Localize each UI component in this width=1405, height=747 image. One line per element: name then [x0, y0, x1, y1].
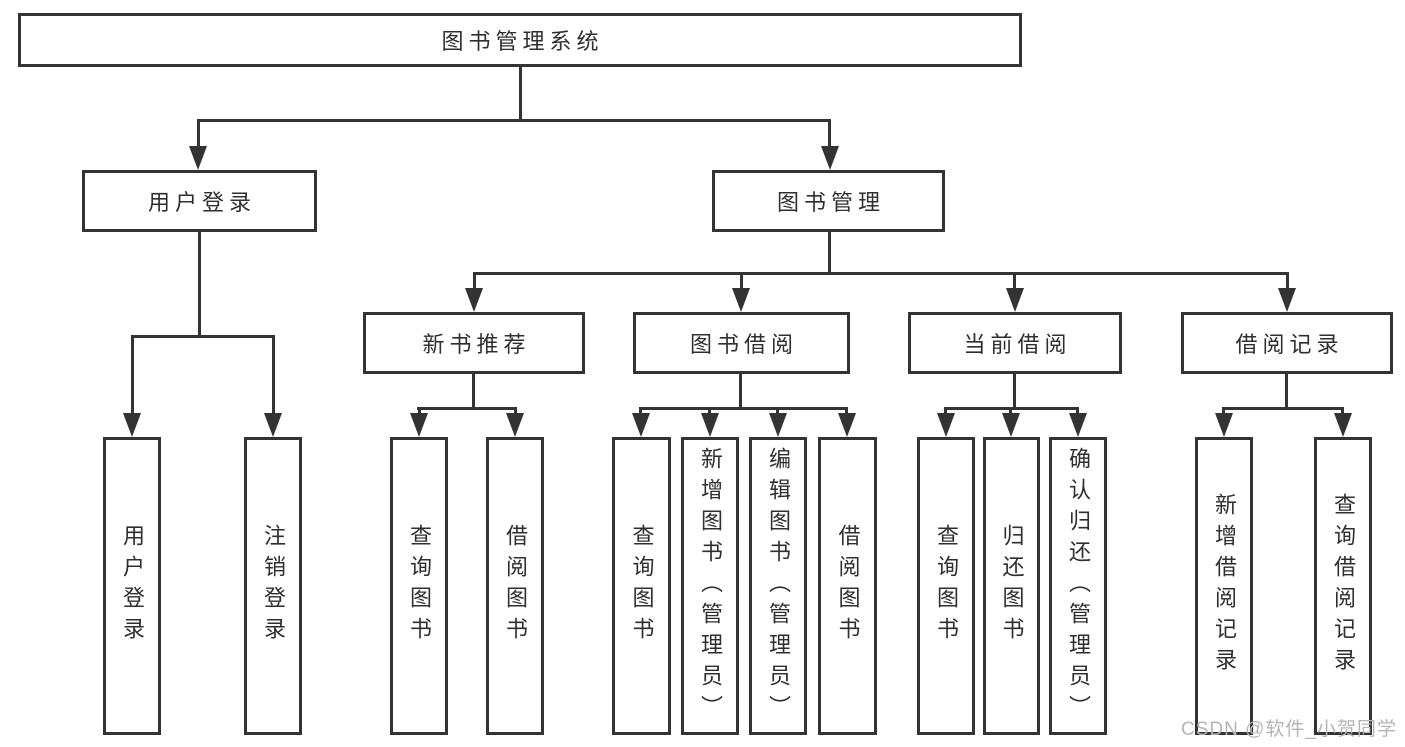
connector-newbookrec-branch [417, 407, 516, 410]
node-user-login: 用户登录 [82, 170, 317, 232]
arrow-borrow-book [838, 413, 856, 437]
arrow-query-record [1334, 413, 1352, 437]
arrow-query-borrow [632, 413, 650, 437]
connector-stem-user-login [197, 119, 200, 146]
leaf-logout: 注销登录 [244, 437, 302, 735]
connector-stem-current-borrow [1013, 272, 1016, 288]
leaf-query-books-recommend: 查询图书 [390, 437, 448, 735]
leaf-add-book-admin: 新增图书（管理员） [681, 437, 739, 735]
arrow-book-mgmt [821, 146, 839, 170]
leaf-query-borrow-record: 查询借阅记录 [1314, 437, 1372, 735]
connector-userlogin-branch [131, 335, 274, 338]
arrow-add-book [701, 413, 719, 437]
arrow-user-login [189, 146, 207, 170]
connector-stem-add-book [708, 407, 711, 413]
node-book-management: 图书管理 [712, 170, 945, 232]
connector-stem-borrow-book [845, 407, 848, 413]
connector-root-stem [519, 67, 522, 119]
arrow-leaf-logout [264, 413, 282, 437]
leaf-user-login-label: 用户登录 [120, 524, 145, 648]
connector-bookborrow-stem [739, 374, 742, 407]
node-book-borrow: 图书借阅 [633, 312, 850, 374]
leaf-edit-book-admin: 编辑图书（管理员） [749, 437, 807, 735]
connector-stem-leaf-user-login [131, 335, 134, 413]
connector-borrowrecords-branch [1222, 407, 1344, 410]
leaf-return-book: 归还图书 [983, 437, 1040, 735]
connector-level3-branch [473, 272, 1289, 275]
connector-root-branch [197, 119, 831, 122]
connector-stem-return-book [1009, 407, 1012, 413]
connector-stem-book-borrow [740, 272, 743, 288]
leaf-query-books-recommend-label: 查询图书 [407, 524, 432, 648]
leaf-return-book-label: 归还图书 [999, 524, 1025, 648]
arrow-leaf-user-login [123, 413, 141, 437]
arrow-confirm-return [1069, 413, 1087, 437]
leaf-borrow-books-recommend: 借阅图书 [486, 437, 544, 735]
leaf-query-books-borrow: 查询图书 [612, 437, 671, 735]
connector-stem-book-mgmt [828, 119, 831, 146]
node-library-system: 图书管理系统 [18, 13, 1022, 67]
leaf-add-borrow-record: 新增借阅记录 [1195, 437, 1253, 735]
connector-stem-edit-book [776, 407, 779, 413]
connector-stem-confirm-return [1076, 407, 1079, 413]
connector-stem-query-recommend [418, 407, 421, 413]
leaf-query-books-current: 查询图书 [917, 437, 975, 735]
leaf-query-borrow-record-label: 查询借阅记录 [1331, 493, 1356, 679]
arrow-query-current [937, 413, 955, 437]
connector-stem-query-current [944, 407, 947, 413]
arrow-return-book [1002, 413, 1020, 437]
leaf-confirm-return-admin: 确认归还（管理员） [1049, 437, 1107, 735]
arrow-edit-book [769, 413, 787, 437]
arrow-new-book-rec [465, 288, 483, 312]
leaf-query-books-borrow-label: 查询图书 [629, 524, 655, 648]
arrow-borrow-records [1278, 288, 1296, 312]
connector-stem-leaf-logout [272, 335, 275, 413]
connector-stem-borrow-records [1286, 272, 1289, 288]
leaf-borrow-books-borrow-label: 借阅图书 [835, 524, 861, 648]
node-current-borrow: 当前借阅 [908, 312, 1122, 374]
connector-stem-new-book-rec [473, 272, 476, 288]
arrow-current-borrow [1006, 288, 1024, 312]
connector-borrowrecords-stem [1285, 374, 1288, 407]
csdn-watermark: CSDN @软件_小贺同学 [1181, 719, 1397, 740]
leaf-confirm-return-admin-label: 确认归还（管理员） [1066, 446, 1091, 726]
connector-userlogin-stem [198, 232, 201, 335]
node-new-book-recommend: 新书推荐 [363, 312, 585, 374]
leaf-user-login: 用户登录 [103, 437, 161, 735]
connector-bookborrow-branch [639, 407, 848, 410]
arrow-add-record [1215, 413, 1233, 437]
connector-stem-query-borrow [639, 407, 642, 413]
leaf-logout-label: 注销登录 [261, 524, 286, 648]
leaf-query-books-current-label: 查询图书 [934, 524, 959, 648]
leaf-borrow-books-recommend-label: 借阅图书 [503, 524, 528, 648]
node-borrow-records: 借阅记录 [1181, 312, 1393, 374]
connector-newbookrec-stem [472, 374, 475, 407]
arrow-borrow-recommend [506, 413, 524, 437]
connector-stem-query-record [1341, 407, 1344, 413]
connector-bookmgmt-stem [828, 232, 831, 272]
leaf-borrow-books-borrow: 借阅图书 [818, 437, 877, 735]
arrow-query-recommend [410, 413, 428, 437]
connector-currentborrow-stem [1013, 374, 1016, 407]
connector-stem-borrow-recommend [514, 407, 517, 413]
leaf-add-borrow-record-label: 新增借阅记录 [1212, 493, 1237, 679]
leaf-add-book-admin-label: 新增图书（管理员） [698, 446, 723, 726]
connector-stem-add-record [1222, 407, 1225, 413]
leaf-edit-book-admin-label: 编辑图书（管理员） [766, 446, 791, 726]
arrow-book-borrow [732, 288, 750, 312]
